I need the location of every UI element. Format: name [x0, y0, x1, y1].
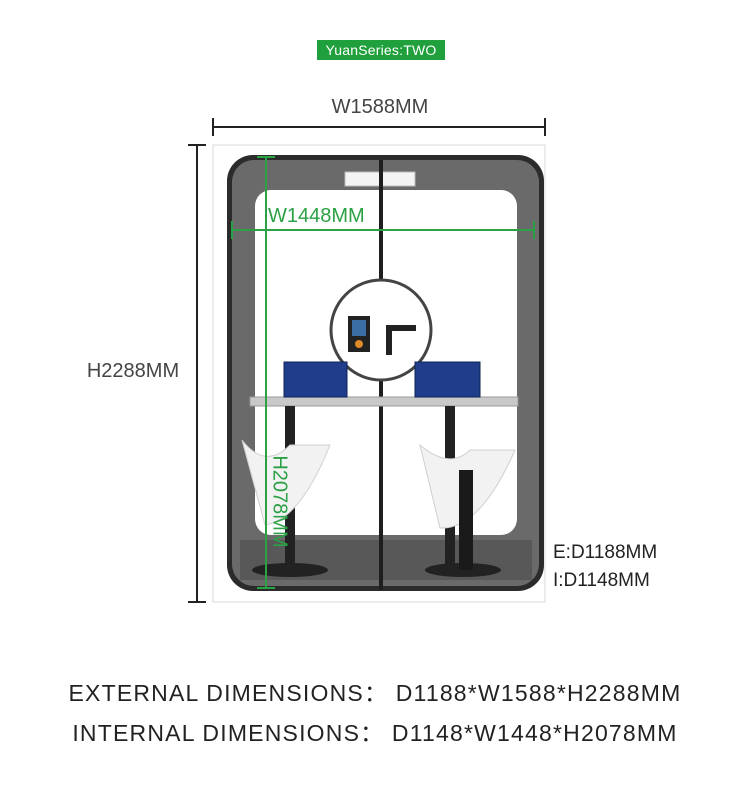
door-handle [386, 325, 416, 331]
equipment-right [414, 361, 481, 398]
external-height-label: H2288MM [86, 360, 180, 382]
door-window [329, 278, 433, 382]
external-dimensions-spec: EXTERNAL DIMENSIONS： D1188*W1588*H2288MM [68, 680, 682, 706]
internal-height-label: H2078MM [268, 455, 291, 548]
desk [249, 396, 519, 407]
stool-left [241, 439, 331, 526]
internal-width-label: W1448MM [268, 205, 365, 227]
internal-dimensions-spec: INTERNAL DIMENSIONS： D1148*W1448*H2078MM [72, 720, 678, 746]
series-badge: YuanSeries:TWO [317, 40, 445, 60]
equipment-left [283, 361, 348, 398]
external-width-label: W1588MM [331, 96, 429, 118]
internal-depth-label: I:D1148MM [553, 570, 650, 591]
external-depth-label: E:D1188MM [553, 542, 658, 563]
